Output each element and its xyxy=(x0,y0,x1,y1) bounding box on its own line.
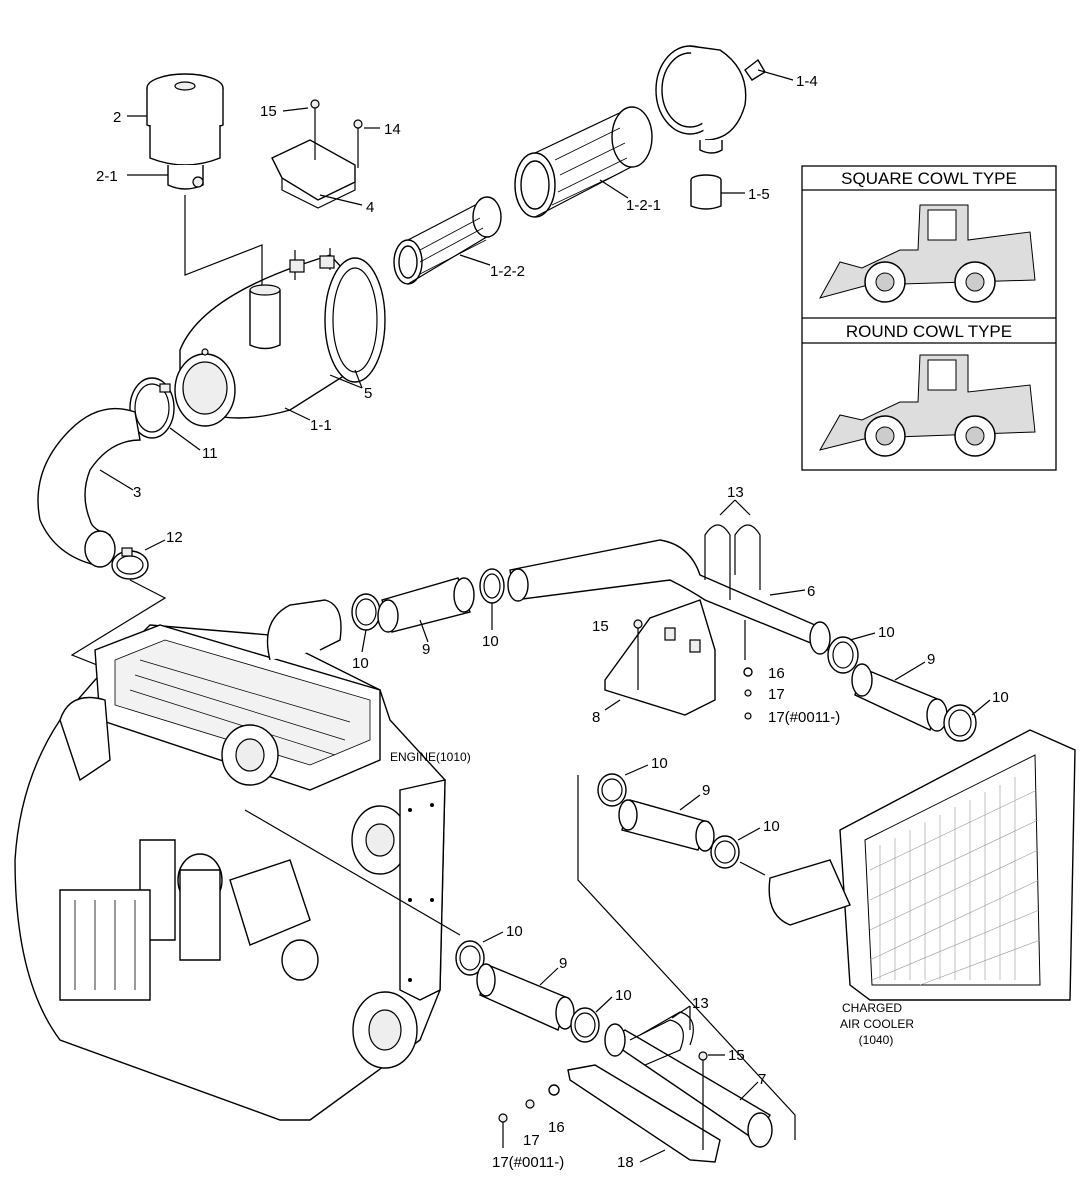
label-4: 4 xyxy=(366,199,374,216)
label-16: 16 xyxy=(768,665,785,682)
label-14: 14 xyxy=(384,121,401,138)
dust-cover-part xyxy=(655,45,766,154)
label-10: 10 xyxy=(878,624,895,641)
bolt-part xyxy=(698,1051,708,1061)
rubber-hose-part xyxy=(827,636,977,742)
label-13: 13 xyxy=(727,484,744,501)
label-9: 9 xyxy=(702,782,710,799)
part-labels: 2 2-1 15 14 4 1-4 1-5 1-2-1 1-2-2 5 1-1 … xyxy=(96,73,1009,1171)
round-cowl-title: ROUND COWL TYPE xyxy=(846,322,1012,341)
label-7: 7 xyxy=(758,1071,766,1088)
intake-pipe-part xyxy=(604,1023,773,1148)
leader-line xyxy=(184,195,263,285)
label-1-1: 1-1 xyxy=(310,417,332,434)
square-cowl-loader-image xyxy=(818,204,1036,303)
pipe-bracket-part xyxy=(604,599,716,716)
label-13: 13 xyxy=(692,995,709,1012)
label-9: 9 xyxy=(927,651,935,668)
label-9: 9 xyxy=(422,641,430,658)
label-2-1: 2-1 xyxy=(96,168,118,185)
label-17-serial: 17(#0011-) xyxy=(768,709,840,726)
label-10: 10 xyxy=(352,655,369,672)
label-8: 8 xyxy=(592,709,600,726)
intake-hose-part xyxy=(37,407,141,568)
label-3: 3 xyxy=(133,484,141,501)
label-16: 16 xyxy=(548,1119,565,1136)
label-5: 5 xyxy=(364,385,372,402)
nut-part xyxy=(498,1113,508,1123)
label-10: 10 xyxy=(763,818,780,835)
cooler-caption-line1: CHARGED xyxy=(842,1001,902,1015)
label-15: 15 xyxy=(728,1047,745,1064)
rubber-hose-part xyxy=(597,773,740,869)
cowl-type-panel: SQUARE COWL TYPE ROUND COWL TYPE xyxy=(801,165,1057,471)
support-bracket-part xyxy=(567,1064,721,1163)
washer-part xyxy=(743,667,753,677)
label-18: 18 xyxy=(617,1154,634,1171)
engine-part xyxy=(14,599,446,1121)
vacuator-valve-part xyxy=(690,174,722,210)
label-1-4: 1-4 xyxy=(796,73,818,90)
primary-element-part xyxy=(514,106,653,218)
label-11: 11 xyxy=(202,445,218,462)
label-10: 10 xyxy=(992,689,1009,706)
round-cowl-loader-image xyxy=(818,354,1036,457)
bolt-part xyxy=(633,619,643,629)
label-17: 17 xyxy=(768,686,785,703)
square-cowl-title: SQUARE COWL TYPE xyxy=(841,169,1017,188)
label-leaders xyxy=(99,69,991,1163)
cooler-caption-line2: AIR COOLER xyxy=(840,1017,914,1031)
label-10: 10 xyxy=(615,987,632,1004)
rubber-hose-part xyxy=(351,568,505,633)
label-10: 10 xyxy=(651,755,668,772)
mounting-bracket-part xyxy=(271,99,363,209)
label-1-2-1: 1-2-1 xyxy=(626,197,661,214)
label-12: 12 xyxy=(166,529,183,546)
label-1-5: 1-5 xyxy=(748,186,770,203)
label-1-2-2: 1-2-2 xyxy=(490,263,525,280)
nut-part xyxy=(744,689,752,697)
nut-part xyxy=(525,1099,535,1109)
air-cleaner-housing-part xyxy=(174,248,386,427)
precleaner-part xyxy=(146,73,224,190)
hose-clamp-part xyxy=(111,547,149,580)
u-bolt-part xyxy=(704,524,761,600)
leader-line xyxy=(577,775,796,1140)
label-9: 9 xyxy=(559,955,567,972)
safety-element-part xyxy=(393,196,502,285)
rubber-hose-part xyxy=(455,940,600,1043)
leader-line xyxy=(244,809,461,936)
engine-caption: ENGINE(1010) xyxy=(390,750,471,764)
hose-clamp-part xyxy=(129,377,175,439)
label-10: 10 xyxy=(482,633,499,650)
cooler-caption-line3: (1040) xyxy=(859,1033,894,1047)
label-10: 10 xyxy=(506,923,523,940)
charged-air-cooler-part xyxy=(768,729,1076,1001)
label-6: 6 xyxy=(807,583,815,600)
nut-part xyxy=(744,712,752,720)
label-15: 15 xyxy=(592,618,609,635)
label-15: 15 xyxy=(260,103,277,120)
label-17-serial: 17(#0011-) xyxy=(492,1154,564,1171)
label-2: 2 xyxy=(113,109,121,126)
washer-part xyxy=(548,1084,560,1096)
label-17: 17 xyxy=(523,1132,540,1149)
